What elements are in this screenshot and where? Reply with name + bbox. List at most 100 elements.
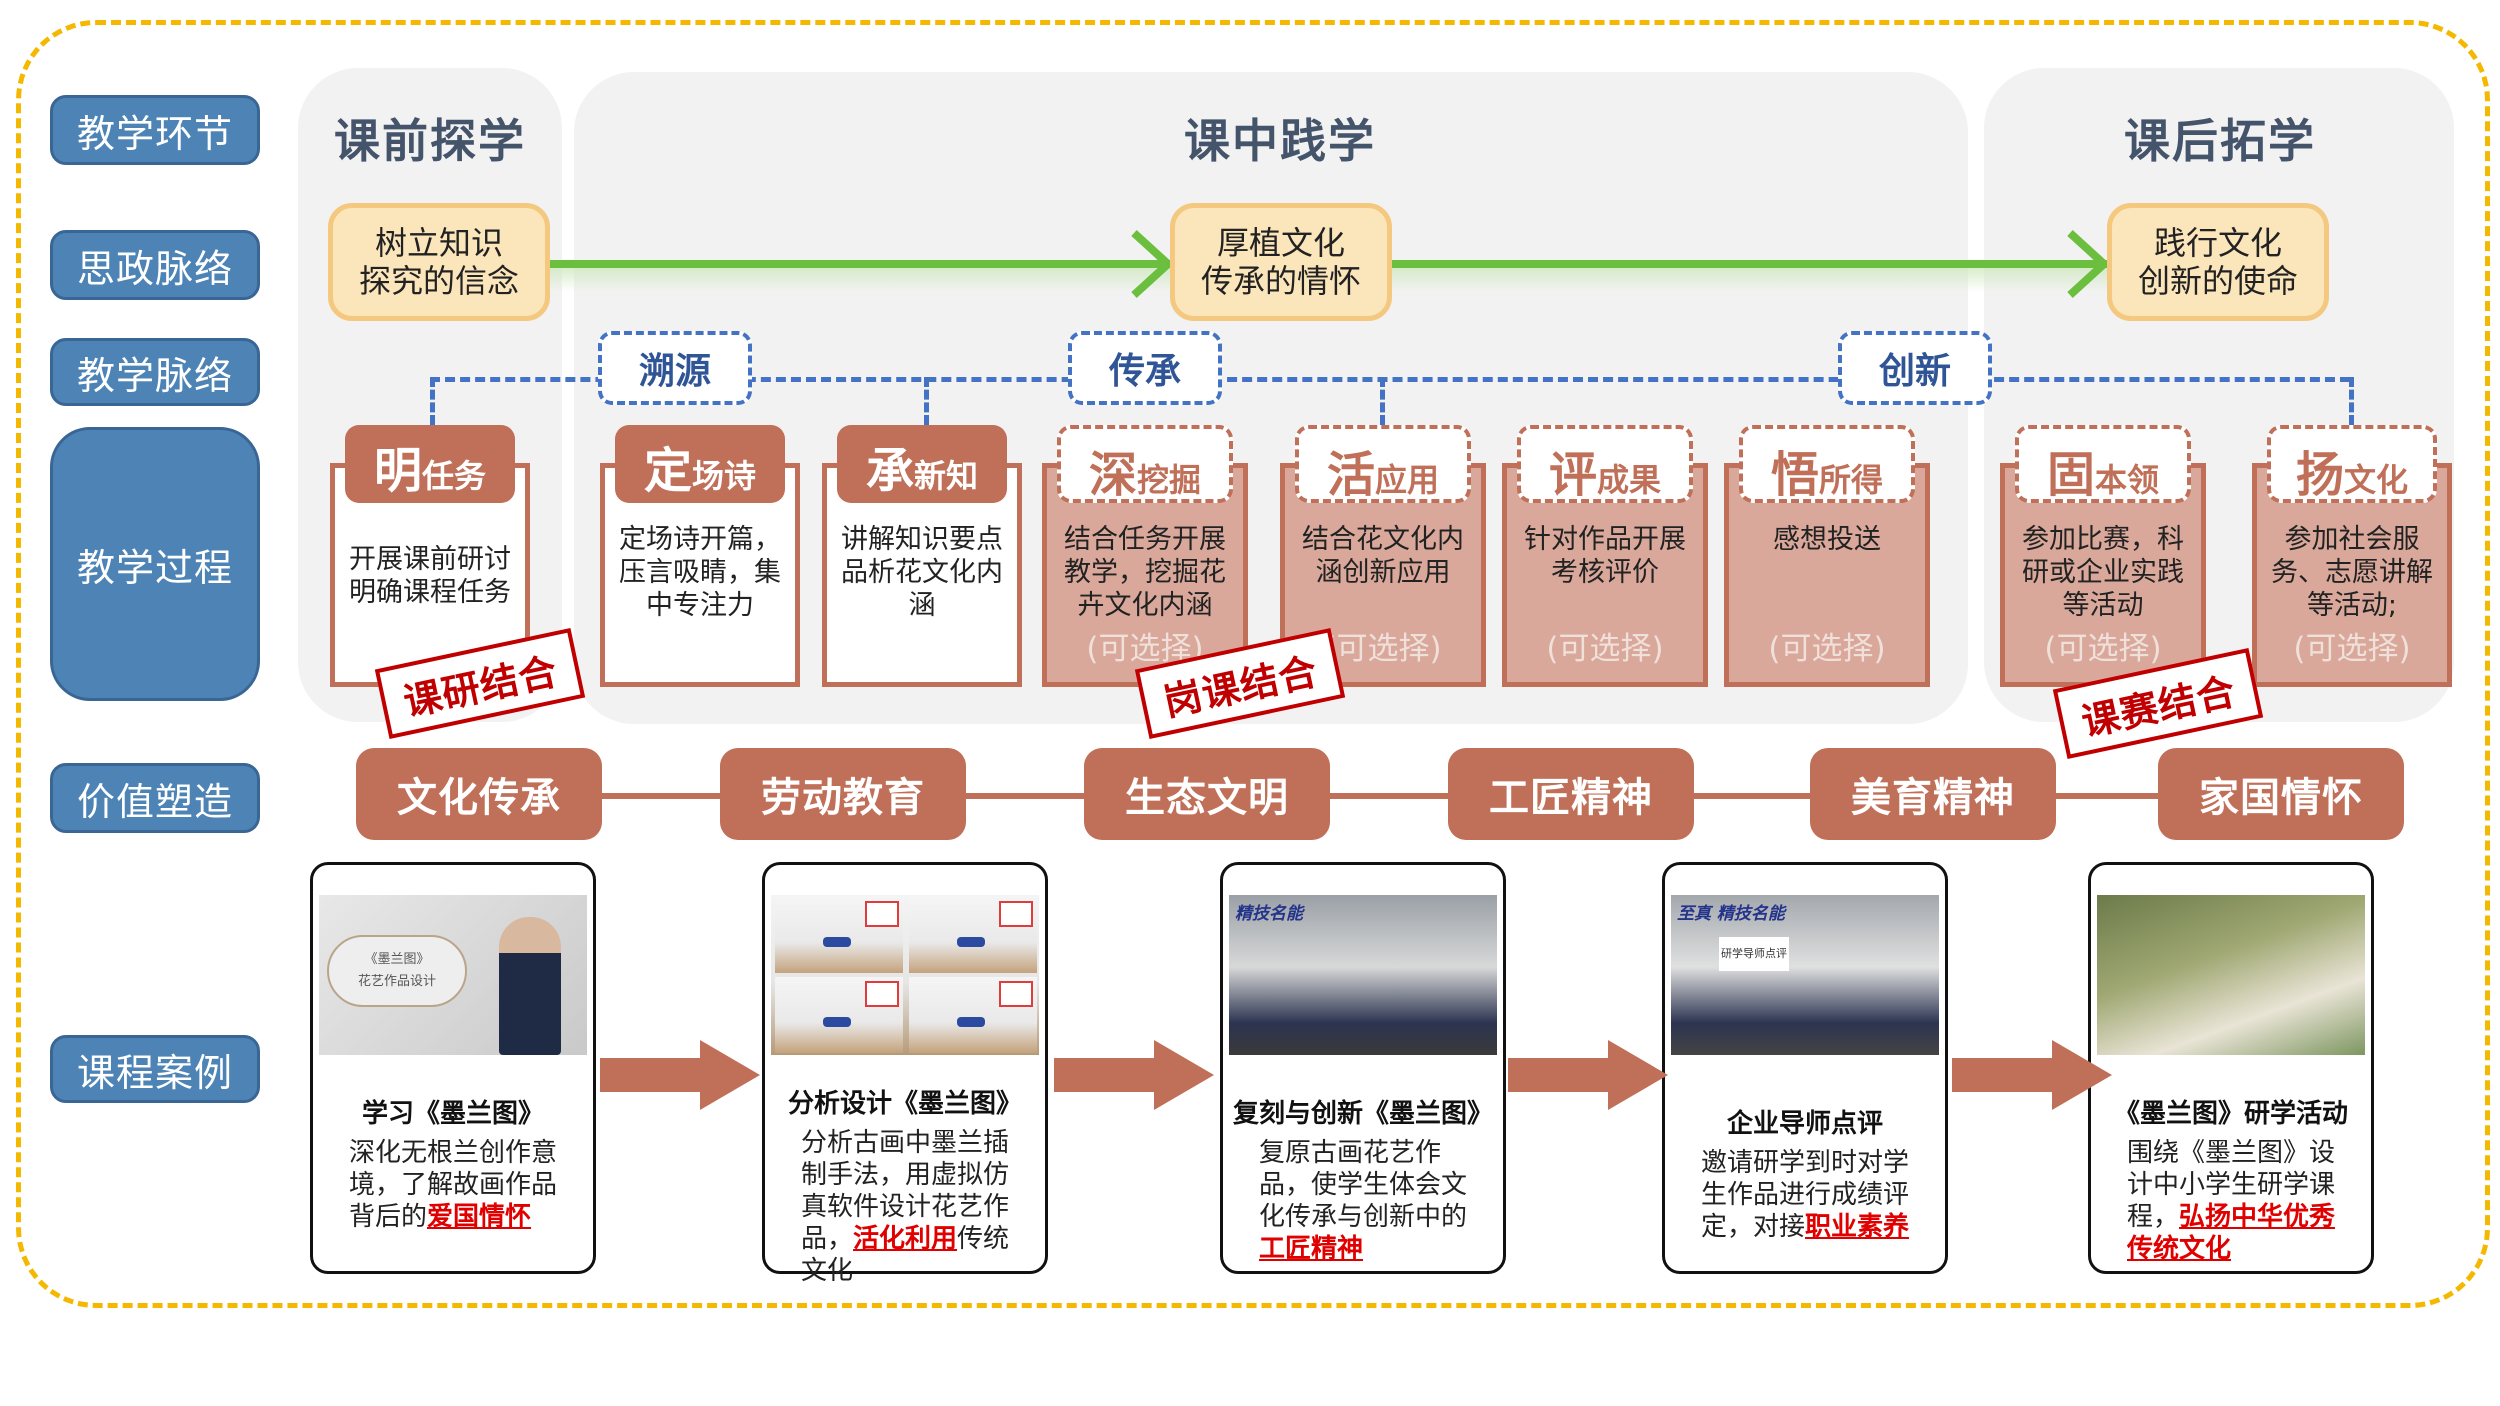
process-description: 感想投送 (1773, 524, 1881, 555)
orchid-pot (823, 937, 851, 947)
case-description-text: 邀请研学到时对学生作品进行成绩评定，对接 (1701, 1148, 1910, 1242)
process-step-label: 应用 (1375, 461, 1440, 499)
process-description: 结合任务开展教学，挖掘花卉文化内涵 (1064, 524, 1226, 621)
ideology-text: 传承的情怀 (1200, 262, 1361, 300)
ideology-text: 践行文化 (2153, 224, 2282, 262)
row-label-ideology: 思政脉络 (50, 230, 260, 300)
case-highlight-text: 工匠精神 (1259, 1234, 1364, 1264)
outer-dashed-frame (16, 20, 2490, 1308)
case-card: 《墨兰图》花艺作品设计学习《墨兰图》深化无根兰创作意境，了解故画作品背后的爱国情… (310, 862, 596, 1274)
process-step-key: 扬 (2295, 447, 2344, 503)
process-step-header: 承新知 (837, 425, 1007, 503)
process-optional-note: (可选择) (1324, 631, 1442, 667)
process-step-key: 固 (2046, 447, 2095, 503)
case-title: 学习《墨兰图》 (361, 1099, 544, 1129)
ideology-text: 厚植文化 (1216, 224, 1345, 262)
case-photo-teacher-video-lecture: 《墨兰图》花艺作品设计 (319, 895, 587, 1055)
process-step-header: 明任务 (345, 425, 515, 503)
process-description: 定场诗开篇，压言吸睛，集中专注力 (619, 524, 781, 621)
value-box-culture: 文化传承 (356, 748, 602, 840)
process-step-header: 评成果 (1517, 425, 1693, 503)
case-highlight-text: 活化利用 (853, 1224, 958, 1254)
ideology-box-3: 践行文化创新的使命 (2107, 203, 2329, 321)
case-description-text: 传统文化 (801, 1224, 1010, 1286)
case-highlight-text: 弘扬中华优秀传统文化 (2127, 1202, 2336, 1264)
sim-cell (775, 897, 903, 973)
stage-title-pre: 课前探学 (334, 114, 526, 168)
sim-cell (909, 977, 1037, 1053)
sim-cell (909, 897, 1037, 973)
process-step-key: 活 (1326, 447, 1375, 503)
thread-connector-line (430, 377, 2350, 382)
presenter-figure (499, 917, 561, 1055)
value-box-aesthetic: 美育精神 (1810, 748, 2056, 840)
case-description: 围绕《墨兰图》设计中小学生研学课程，弘扬中华优秀传统文化 (2127, 1137, 2357, 1265)
process-step-key: 定 (643, 443, 692, 499)
process-description: 参加社会服务、志愿讲解等活动; (2271, 524, 2433, 621)
thread-connector-drop (924, 377, 929, 425)
ideology-text: 树立知识 (374, 224, 503, 262)
process-step-key: 明 (373, 443, 422, 499)
case-description-text: 深化无根兰创作意境，了解故画作品背后的 (349, 1138, 558, 1232)
process-step-label: 成果 (1597, 461, 1662, 499)
arrow-right-icon (1952, 1040, 2112, 1110)
chevron-right-icon (2067, 230, 2110, 298)
process-description: 参加比赛，科研或企业实践等活动 (2022, 524, 2184, 621)
stage-title-in: 课中践学 (1184, 114, 1376, 168)
arrow-right-icon (1054, 1040, 1214, 1110)
case-photo-virtual-simulation-grid (771, 895, 1039, 1055)
sim-inset (865, 981, 899, 1007)
process-optional-note: (可选择) (1546, 631, 1664, 667)
process-step-label: 所得 (1819, 461, 1884, 499)
arrow-right-icon (600, 1040, 760, 1110)
process-optional-note: (可选择) (2293, 631, 2411, 667)
slide-text: 花艺作品设计 (357, 974, 436, 989)
process-description: 结合花文化内涵创新应用 (1302, 524, 1464, 588)
sim-cell (775, 977, 903, 1053)
case-title: 企业导师点评 (1726, 1109, 1883, 1139)
ideology-text: 创新的使命 (2137, 262, 2298, 300)
thread-connector-drop (2349, 377, 2354, 425)
case-description: 深化无根兰创作意境，了解故画作品背后的爱国情怀 (349, 1137, 579, 1233)
process-optional-note: (可选择) (2044, 631, 2162, 667)
case-highlight-text: 爱国情怀 (427, 1202, 532, 1232)
row-label-teaching-thread: 教学脉络 (50, 338, 260, 406)
sim-inset (865, 901, 899, 927)
thread-tag-innovate: 创新 (1838, 331, 1992, 405)
row-label-cases: 课程案例 (50, 1035, 260, 1103)
stage-title-post: 课后拓学 (2124, 114, 2316, 168)
process-description: 开展课前研讨明确课程任务 (349, 544, 511, 608)
ideology-box-2: 厚植文化传承的情怀 (1170, 203, 1392, 321)
case-photo-mentor-review: 至真 精技名能研学导师点评 (1671, 895, 1939, 1055)
row-label-stage: 教学环节 (50, 95, 260, 165)
sim-inset (999, 981, 1033, 1007)
case-description: 邀请研学到时对学生作品进行成绩评定，对接职业素养 (1701, 1147, 1931, 1243)
case-card: 至真 精技名能研学导师点评企业导师点评邀请研学到时对学生作品进行成绩评定，对接职… (1662, 862, 1948, 1274)
orchid-pot (957, 937, 985, 947)
process-step-header: 活应用 (1295, 425, 1471, 503)
lecture-slide-panel: 《墨兰图》花艺作品设计 (327, 935, 467, 1007)
case-photo-students-presentation: 精技名能 (1229, 895, 1497, 1055)
value-box-craftsmanship: 工匠精神 (1448, 748, 1694, 840)
arrow-right-icon (1508, 1040, 1668, 1110)
thread-connector-drop (1380, 377, 1385, 425)
case-title: 《墨兰图》研学活动 (2113, 1099, 2348, 1129)
process-step-key: 深 (1088, 447, 1137, 503)
ideology-box-1: 树立知识探究的信念 (328, 203, 550, 321)
process-step-header: 扬文化 (2267, 425, 2437, 503)
process-step-header: 悟所得 (1739, 425, 1915, 503)
process-description: 讲解知识要点品析花文化内涵 (841, 524, 1003, 621)
case-description-text: 分析古画中墨兰插制手法，用虚拟仿真软件设计花艺作品， (801, 1128, 1010, 1254)
process-step-key: 承 (865, 443, 914, 499)
process-step-label: 本领 (2095, 461, 2160, 499)
process-step-label: 挖掘 (1137, 461, 1202, 499)
process-step-label: 新知 (914, 457, 979, 495)
value-box-ecology: 生态文明 (1084, 748, 1330, 840)
row-label-process: 教学过程 (50, 427, 260, 701)
process-step-header: 深挖掘 (1057, 425, 1233, 503)
case-card: 分析设计《墨兰图》分析古画中墨兰插制手法，用虚拟仿真软件设计花艺作品，活化利用传… (762, 862, 1048, 1286)
chevron-right-icon (1131, 230, 1174, 298)
row-label-value: 价值塑造 (50, 763, 260, 833)
thread-tag-inherit: 传承 (1068, 331, 1222, 405)
process-optional-note: (可选择) (1768, 631, 1886, 667)
